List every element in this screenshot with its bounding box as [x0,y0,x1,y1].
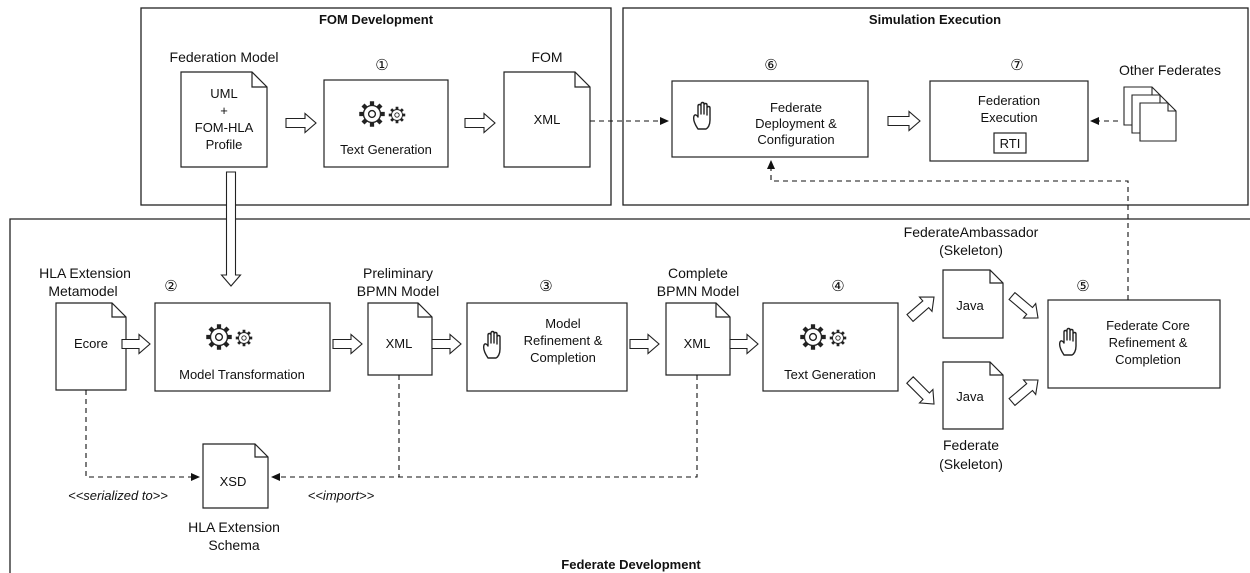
step-7-label-2: Execution [980,110,1037,125]
arrow-step4-to-federate [906,376,935,405]
doc-federation-model: Federation Model UML + FOM-HLA Profile [170,49,279,168]
doc-fom: FOM XML [503,49,591,168]
dashed-connectors [85,117,1129,481]
arrow-metamodel-to-step2 [121,333,151,355]
sim-group-title: Simulation Execution [869,12,1001,27]
federation-model-line-2: + [220,103,228,118]
step-3-refinement: ③ Model Refinement & Completion [466,278,628,392]
fed-group-title: Federate Development [561,557,701,572]
hla-metamodel-caption-2: Metamodel [48,283,117,299]
arrow-step2-to-prelim [332,333,363,355]
arrow-complete-to-step4 [729,333,759,355]
step-2-model-transformation: ② Model Transformation [154,278,331,392]
complete-bpmn-caption-2: BPMN Model [657,283,739,299]
doc-hla-metamodel: HLA Extension Metamodel Ecore [39,265,131,391]
step-1-text-generation: ① Text Generation [323,57,449,168]
step-4-text-generation: ④ Text Generation [762,278,899,392]
xsd-format: XSD [220,474,247,489]
fom-group-title: FOM Development [319,12,434,27]
step-3-label-1: Model [545,316,581,331]
prelim-bpmn-caption-1: Preliminary [363,265,433,281]
fom-caption: FOM [531,49,562,65]
core-to-deployment-arrow [767,160,1129,300]
step-6-deployment: ⑥ Federate Deployment & Configuration [671,57,869,158]
federation-model-line-3: FOM-HLA [195,120,254,135]
doc-xsd: XSD HLA Extension Schema [188,443,280,553]
step-7-execution: ⑦ Federation Execution RTI [929,57,1089,162]
federate-caption-1: Federate [943,437,999,453]
arrow-federate-to-step5 [1008,379,1039,407]
federate-caption-2: (Skeleton) [939,456,1003,472]
other-federates-caption: Other Federates [1119,62,1221,78]
arrow-federation-model-to-step2 [220,171,242,287]
rti-box [993,132,1027,154]
arrow-step4-to-ambassador [906,296,935,323]
doc-federate: Federate (Skeleton) Java [939,361,1004,472]
prelim-bpmn-caption-2: BPMN Model [357,283,439,299]
federate-format: Java [956,389,984,404]
complete-bpmn-format: XML [684,336,711,351]
arrow-deployment-to-execution [887,110,921,132]
hla-metamodel-format: Ecore [74,336,108,351]
federation-model-line-4: Profile [206,137,243,152]
complete-bpmn-caption-1: Complete [668,265,728,281]
xsd-caption-1: HLA Extension [188,519,280,535]
step-5-core-refinement: ⑤ Federate Core Refinement & Completion [1047,278,1221,389]
step-2-number: ② [164,278,177,295]
import-arrow [271,375,698,481]
arrow-step1-to-fom [464,112,496,134]
fom-development-group [140,7,612,206]
prelim-bpmn-format: XML [386,336,413,351]
arrow-federation-model-to-step1 [285,112,317,134]
doc-federate-ambassador: FederateAmbassador (Skeleton) Java [904,224,1039,339]
simulation-execution-group [622,7,1249,206]
xsd-caption-2: Schema [208,537,260,553]
step-5-label-3: Completion [1115,352,1181,367]
arrow-step3-to-complete [629,333,660,355]
hla-metamodel-caption-1: HLA Extension [39,265,131,281]
step-6-label-1: Federate [770,100,822,115]
step-3-label-2: Refinement & [524,333,603,348]
federate-development-group [9,218,1250,573]
step-4-number: ④ [831,278,844,295]
fom-format: XML [534,112,561,127]
federation-model-line-1: UML [210,86,237,101]
flow-arrows [121,110,1039,407]
step-5-label-1: Federate Core [1106,318,1190,333]
fed-ambassador-caption-2: (Skeleton) [939,242,1003,258]
step-3-label-3: Completion [530,350,596,365]
step-6-number: ⑥ [764,57,777,74]
step-4-label: Text Generation [784,367,876,382]
step-1-label: Text Generation [340,142,432,157]
import-label: <<import>> [308,488,375,503]
step-6-label-2: Deployment & [755,116,837,131]
step-5-number: ⑤ [1076,278,1089,295]
doc-complete-bpmn: Complete BPMN Model XML [657,265,739,376]
fed-ambassador-format: Java [956,298,984,313]
step-6-label-3: Configuration [757,132,834,147]
step-7-label-1: Federation [978,93,1040,108]
fed-ambassador-caption-1: FederateAmbassador [904,224,1039,240]
step-3-number: ③ [539,278,552,295]
step-1-number: ① [375,57,388,74]
doc-other-federates: Other Federates [1119,62,1221,142]
arrow-ambassador-to-step5 [1008,291,1039,319]
arrow-prelim-to-step3 [431,333,462,355]
step-5-label-2: Refinement & [1109,335,1188,350]
serialized-to-label: <<serialized to>> [68,488,168,503]
doc-preliminary-bpmn: Preliminary BPMN Model XML [357,265,439,376]
serialized-to-arrow [85,390,200,481]
federation-model-caption: Federation Model [170,49,279,65]
rti-label: RTI [1000,136,1021,151]
step-7-number: ⑦ [1010,57,1023,74]
step-2-label: Model Transformation [179,367,305,382]
